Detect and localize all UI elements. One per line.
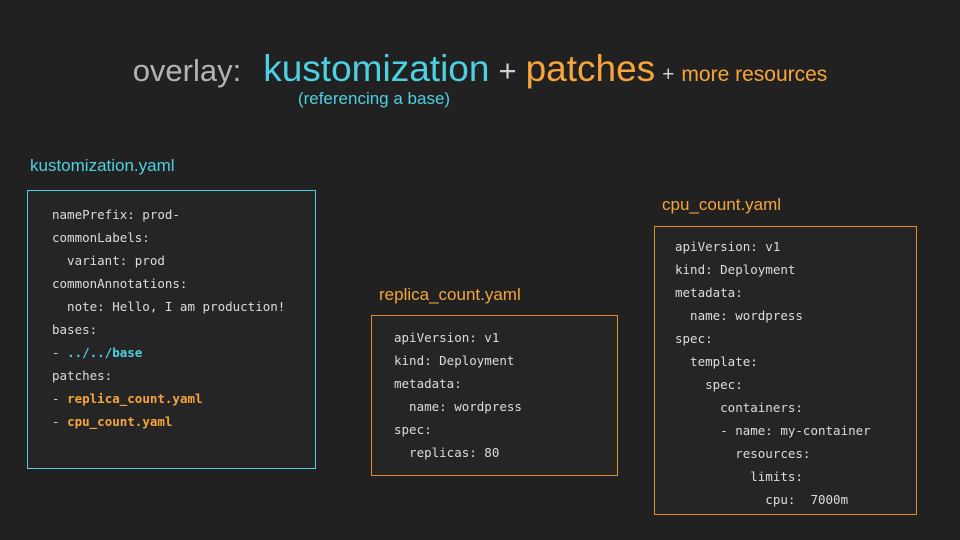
code-line: metadata: [394,372,617,395]
code-token: - name: my-container [675,423,871,438]
code-line: - replica_count.yaml [52,387,315,410]
code-token: apiVersion: v1 [675,239,781,254]
file-label-replica-count-yaml: replica_count.yaml [379,285,521,304]
code-line: metadata: [675,281,916,304]
file-label-cpu-count-yaml: cpu_count.yaml [662,195,782,214]
code-content: namePrefix: prod-commonLabels: variant: … [52,203,315,433]
code-token: commonAnnotations: [52,276,188,291]
code-token: apiVersion: v1 [394,330,500,345]
code-token: spec: [675,331,713,346]
title-overlay-label: overlay: [132,53,242,88]
code-token: kind: Deployment [394,353,515,368]
file-label-kustomization-yaml: kustomization.yaml [30,156,175,175]
code-line: resources: [675,442,916,465]
title-term-kustomization: kustomization [263,48,490,89]
code-token: patches: [52,368,113,383]
code-line: commonAnnotations: [52,272,315,295]
code-line: apiVersion: v1 [394,326,617,349]
code-line: spec: [675,327,916,350]
code-token: replica_count.yaml [67,391,203,406]
code-token: ../../base [67,345,143,360]
code-line: cpu: 7000m [675,488,916,511]
code-line: note: Hello, I am production! [52,295,315,318]
code-token: namePrefix: prod- [52,207,180,222]
code-token: commonLabels: [52,230,150,245]
code-token: template: [675,354,758,369]
code-token: spec: [394,422,432,437]
code-token: resources: [675,446,811,461]
code-block-kustomization-yaml: namePrefix: prod-commonLabels: variant: … [27,190,316,469]
code-token: cpu: 7000m [675,492,849,507]
code-line: name: wordpress [675,304,916,327]
code-line: kind: Deployment [675,258,916,281]
code-line: commonLabels: [52,226,315,249]
code-token: name: wordpress [394,399,522,414]
code-token: containers: [675,400,803,415]
code-line: template: [675,350,916,373]
title-term-patches: patches [525,48,656,89]
code-line: - name: my-container [675,419,916,442]
code-line: replicas: 80 [394,441,617,464]
slide-subtitle-text: (referencing a base) [297,89,451,108]
code-line: - ../../base [52,341,315,364]
code-line: containers: [675,396,916,419]
code-line: patches: [52,364,315,387]
code-token: replicas: 80 [394,445,500,460]
slide-subtitle: (referencing a base) [0,89,960,109]
code-token: - [52,345,68,360]
slide-title: overlay:kustomization+patches+more resou… [0,50,960,87]
code-line: kind: Deployment [394,349,617,372]
code-token: - [52,391,68,406]
code-line: limits: [675,465,916,488]
code-token: variant: prod [52,253,165,268]
code-line: spec: [675,373,916,396]
code-token: cpu_count.yaml [67,414,173,429]
code-token: limits: [675,469,803,484]
code-token: kind: Deployment [675,262,796,277]
title-separator-plus-2: + [662,63,675,86]
code-token: - [52,414,68,429]
code-line: name: wordpress [394,395,617,418]
title-term-more-resources: more resources [681,63,828,86]
code-token: name: wordpress [675,308,803,323]
code-line: variant: prod [52,249,315,272]
code-token: bases: [52,322,98,337]
title-separator-plus-1: + [498,53,517,88]
code-line: - cpu_count.yaml [52,410,315,433]
code-token: spec: [675,377,743,392]
code-token: metadata: [394,376,462,391]
code-line: namePrefix: prod- [52,203,315,226]
code-line: bases: [52,318,315,341]
code-token: note: Hello, I am production! [52,299,286,314]
code-token: metadata: [675,285,743,300]
code-line: spec: [394,418,617,441]
code-line: apiVersion: v1 [675,235,916,258]
